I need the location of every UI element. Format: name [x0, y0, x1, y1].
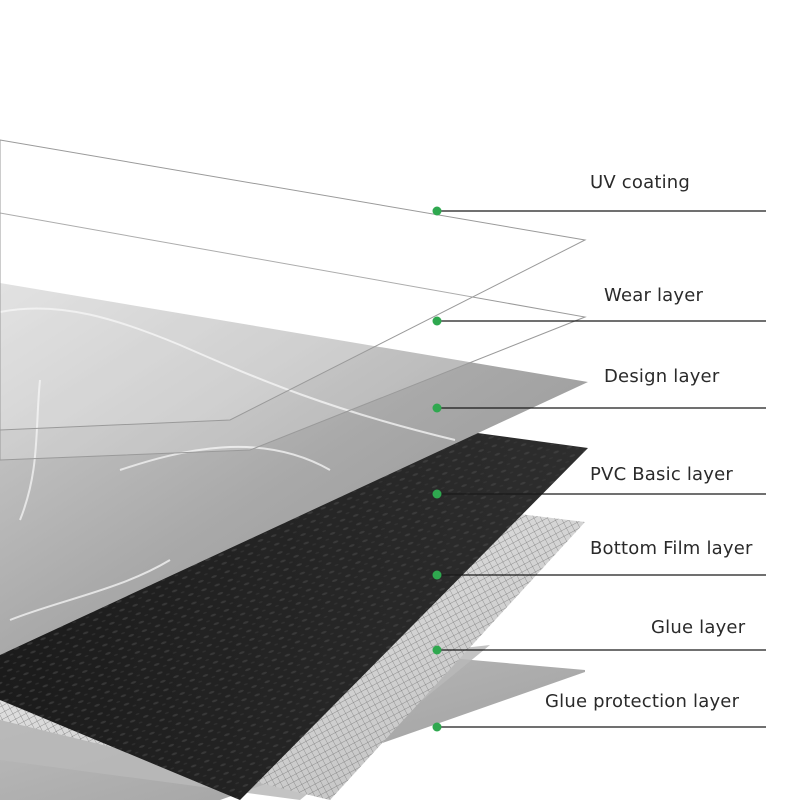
marble-veins	[0, 307, 456, 621]
label-glue-layer: Glue layer	[651, 617, 746, 638]
wear-sheet	[0, 212, 587, 461]
label-uv-coating: UV coating	[590, 172, 691, 193]
marker-dot-glue-protection	[432, 722, 442, 732]
label-wear-layer: Wear layer	[604, 285, 704, 306]
marker-dot-uv	[432, 206, 442, 216]
marker-dot-glue	[432, 645, 442, 655]
marker-dot-film	[432, 570, 442, 580]
label-glue-protection-layer: Glue protection layer	[545, 691, 740, 712]
design-sheet	[0, 283, 588, 655]
marker-dot-pvc	[432, 489, 442, 499]
label-design-layer: Design layer	[604, 366, 720, 387]
marker-dot-wear	[432, 316, 442, 326]
uv-sheet	[0, 139, 587, 431]
label-bottom-film-layer: Bottom Film layer	[590, 538, 753, 559]
label-pvc-basic-layer: PVC Basic layer	[590, 464, 733, 485]
marker-dot-design	[432, 403, 442, 413]
pvc-texture	[0, 432, 588, 800]
